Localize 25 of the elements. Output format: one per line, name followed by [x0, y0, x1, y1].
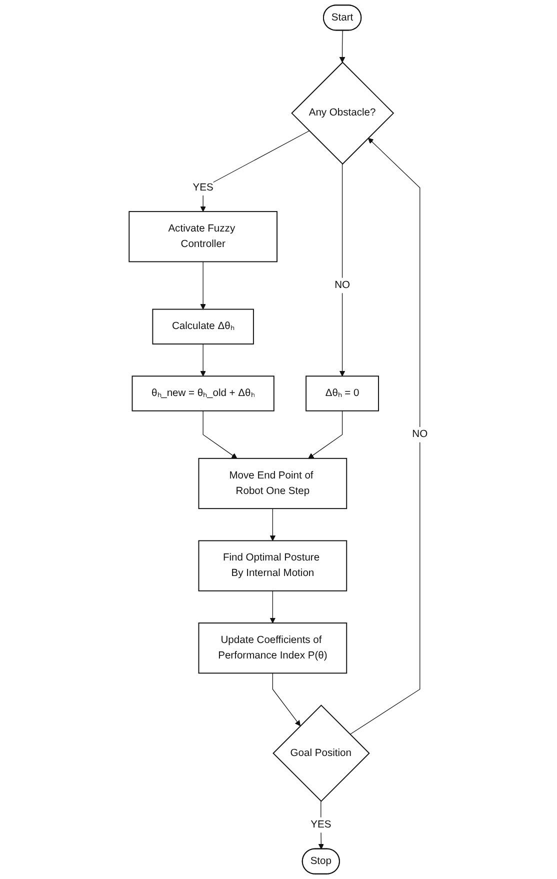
node-box: Move End Point of Robot One Step — [198, 458, 348, 510]
node-box: Activate Fuzzy Controller — [128, 211, 278, 262]
edge-label: NO — [412, 428, 428, 440]
arrow — [318, 800, 324, 850]
edge-label: NO — [334, 280, 350, 291]
arrow — [270, 590, 276, 624]
arrow — [270, 508, 276, 541]
node-box: Find Optimal Posture By Internal Motion — [198, 540, 348, 592]
arrow — [200, 261, 206, 310]
node-diamond: Any Obstacle? — [291, 62, 394, 165]
edge-label: YES — [310, 819, 332, 830]
node-box: Update Coefficients of Performance Index P(θ) — [198, 622, 348, 674]
arrow — [200, 344, 206, 376]
node-box: Δθₕ = 0 — [306, 376, 380, 412]
arrow — [200, 130, 310, 212]
edge-label: YES — [192, 182, 214, 193]
arrow — [340, 30, 346, 63]
node-box: θₕ_new = θₕ_old + Δθₕ — [132, 376, 275, 412]
node-box: Calculate Δθₕ — [152, 308, 254, 344]
arrow — [350, 138, 420, 735]
arrow — [272, 672, 301, 726]
arrow — [340, 164, 346, 376]
arrow — [202, 410, 238, 459]
node-diamond: Goal Position — [272, 704, 370, 802]
arrow — [308, 410, 343, 459]
